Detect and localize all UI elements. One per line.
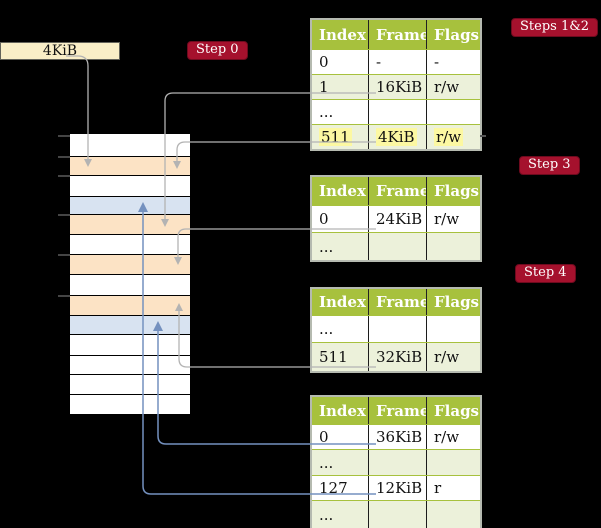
page-table-cell — [368, 501, 426, 528]
badge-steps-1-2: Steps 1&2 — [511, 18, 599, 37]
page-table-cell: r — [426, 476, 480, 500]
column-header: Flags — [426, 20, 480, 49]
badge-step-3: Step 3 — [519, 156, 580, 175]
page-table-cell: r/w — [426, 125, 480, 149]
page-table-cell — [426, 100, 480, 124]
page-table-row: 511 4KiB r/w — [312, 124, 480, 149]
page-table-cell: 24KiB — [368, 206, 426, 232]
memory-tick-marks — [58, 135, 70, 297]
highlighted-value: 511 — [319, 128, 352, 146]
page-table-cell — [368, 316, 426, 342]
column-header: Index — [319, 182, 366, 200]
frame-address-text: 4KiB — [42, 43, 78, 59]
page-table-cell: r/w — [426, 343, 480, 371]
page-table-cell: - — [426, 50, 480, 74]
memory-row-plain — [70, 275, 190, 296]
memory-row-table — [70, 215, 190, 235]
memory-row-plain — [70, 134, 190, 157]
page-table-cell: - — [368, 50, 426, 74]
page-table-cell — [426, 233, 480, 260]
page-table-cell: 1 — [319, 78, 329, 96]
column-header: Frame — [368, 289, 426, 315]
column-header: Flags — [426, 397, 480, 424]
column-header: Flags — [426, 177, 480, 205]
page-table-cell: 127 — [319, 479, 348, 497]
page-table-cell — [368, 100, 426, 124]
page-table-cell: r/w — [426, 75, 480, 99]
memory-column — [70, 134, 190, 415]
highlighted-value: 4KiB — [376, 128, 417, 146]
page-table-cell — [426, 501, 480, 528]
page-table-cell: r/w — [426, 425, 480, 449]
memory-row-page — [70, 197, 190, 215]
page-table-cell: 0 — [319, 428, 329, 446]
badge-step-4: Step 4 — [515, 264, 576, 283]
column-header: Index — [319, 401, 366, 420]
page-table-row: ... — [312, 500, 480, 528]
page-table-row: ... — [312, 449, 480, 475]
page-table-cell: 511 — [312, 125, 368, 149]
badge-step-0: Step 0 — [187, 41, 248, 60]
page-table-cell — [368, 233, 426, 260]
page-table-row: 0 -- — [312, 49, 480, 74]
page-table-cell: 0 — [319, 53, 329, 71]
column-header: Index — [319, 293, 366, 311]
memory-row-plain — [70, 335, 190, 356]
column-header: Frame — [368, 397, 426, 424]
page-table-cell: 36KiB — [368, 425, 426, 449]
page-table-row: ... — [312, 232, 480, 260]
memory-row-plain — [70, 356, 190, 375]
highlighted-value: r/w — [434, 128, 464, 146]
page-table-cell — [426, 316, 480, 342]
column-header: Frame — [368, 20, 426, 49]
memory-row-table — [70, 157, 190, 176]
page-table-cell: 16KiB — [368, 75, 426, 99]
memory-row-table — [70, 296, 190, 316]
page-table-cell: 32KiB — [368, 343, 426, 371]
memory-row-plain — [70, 235, 190, 255]
memory-row-plain — [70, 395, 190, 415]
page-table-cell: ... — [319, 237, 334, 256]
frame-address-label: 4KiB — [0, 42, 120, 60]
page-table-cell: ... — [319, 506, 334, 524]
memory-row-table — [70, 255, 190, 275]
memory-row-plain — [70, 375, 190, 395]
page-table-cell: ... — [319, 103, 334, 121]
page-table-cell — [426, 450, 480, 475]
memory-row-plain — [70, 176, 190, 197]
page-table-row: ... — [312, 99, 480, 124]
page-table-cell: 4KiB — [368, 125, 426, 149]
page-table-cell: ... — [319, 453, 334, 472]
column-header: Index — [319, 25, 366, 44]
page-table-cell: 12KiB — [368, 476, 426, 500]
column-header: Flags — [426, 289, 480, 315]
page-table-cell: 511 — [319, 348, 348, 366]
column-header: Frame — [368, 177, 426, 205]
memory-row-page — [70, 316, 190, 335]
page-table-cell: r/w — [426, 206, 480, 232]
page-table-cell: 0 — [319, 210, 329, 228]
page-table-cell — [368, 450, 426, 475]
page-table-row: ... — [312, 315, 480, 342]
page-table-cell: ... — [319, 320, 334, 338]
